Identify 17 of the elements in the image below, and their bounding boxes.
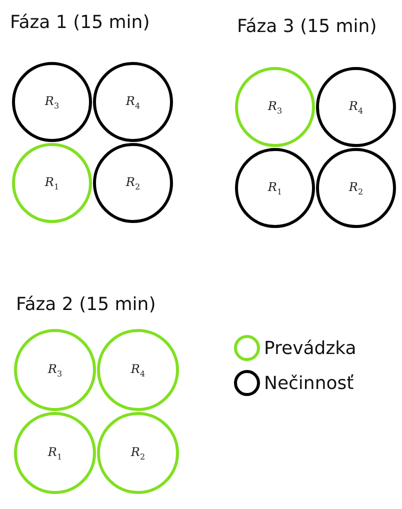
reactor-label: R$_{1}$ bbox=[48, 444, 62, 462]
reactor-label: R$_{1}$ bbox=[268, 180, 282, 196]
phase-title: Fáza 2 (15 min) bbox=[16, 294, 156, 315]
reactor-label: R$_{3}$ bbox=[268, 98, 282, 116]
reactor-label: R$_{2}$ bbox=[348, 180, 364, 196]
legend-label: Nečinnosť bbox=[264, 372, 354, 394]
reactor-label: R$_{3}$ bbox=[44, 94, 60, 110]
phase-title: Fáza 1 (15 min) bbox=[10, 12, 150, 33]
legend-label: Prevádzka bbox=[264, 338, 356, 358]
reactor-label: R$_{2}$ bbox=[130, 444, 146, 462]
reactor-label: R$_{4}$ bbox=[130, 362, 146, 378]
reactor-label: R$_{4}$ bbox=[126, 94, 140, 110]
phase-title: Fáza 3 (15 min) bbox=[237, 16, 377, 37]
reactor-label: R$_{1}$ bbox=[44, 174, 60, 192]
reactor-label: R$_{3}$ bbox=[48, 362, 62, 378]
reactor-label: R$_{4}$ bbox=[348, 98, 364, 116]
reactor-label: R$_{2}$ bbox=[126, 174, 140, 192]
